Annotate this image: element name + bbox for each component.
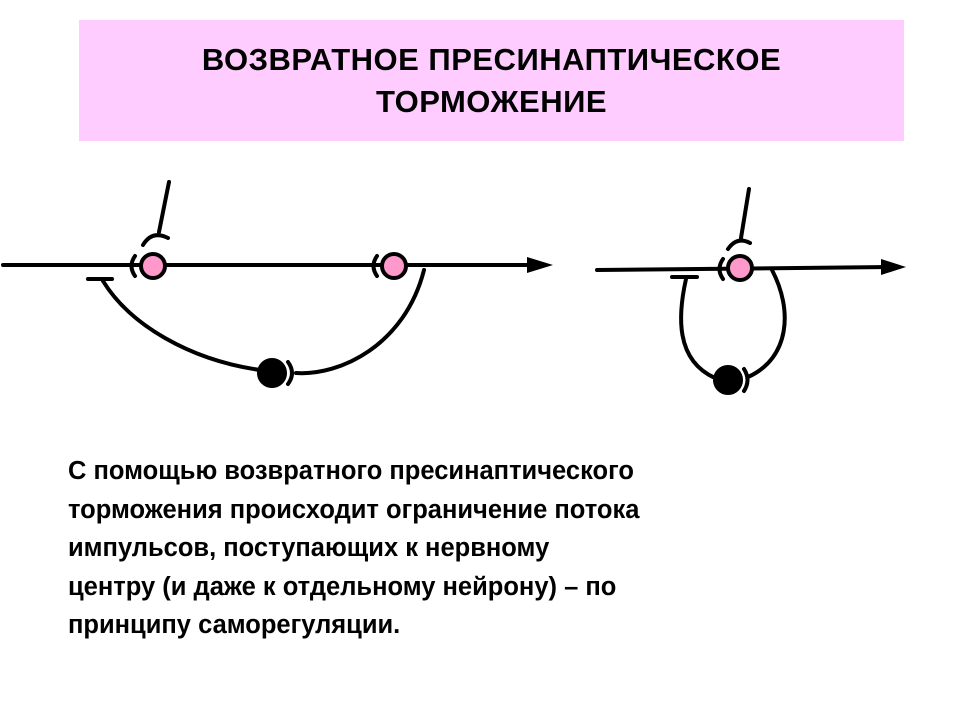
left-inhibitory-neuron-cap <box>286 360 294 386</box>
left-axon-arrowhead <box>527 257 553 273</box>
right-axon-arrowhead <box>881 259 906 275</box>
left-synapse-1 <box>139 252 167 280</box>
right-afferent-terminal-cap <box>726 238 752 251</box>
right-recurrent-collateral <box>746 268 787 379</box>
left-inhibitory-neuron <box>257 358 287 388</box>
page-title: ВОЗВРАТНОЕ ПРЕСИНАПТИЧЕСКОЕ ТОРМОЖЕНИЕ <box>201 41 782 119</box>
title-box: ВОЗВРАТНОЕ ПРЕСИНАПТИЧЕСКОЕ ТОРМОЖЕНИЕ <box>79 20 904 141</box>
left-synapse-2-cap <box>371 254 379 278</box>
left-synapse-1-cap <box>129 254 137 278</box>
right-circuit <box>595 187 906 395</box>
left-synapse-2 <box>380 252 408 280</box>
right-afferent-fiber <box>739 187 751 240</box>
right-synapse <box>726 254 754 282</box>
right-inhibitory-neuron-cap <box>742 367 750 393</box>
caption-text: С помощью возвратного пресинаптического … <box>68 457 640 639</box>
left-circuit <box>1 180 553 388</box>
left-inhibitory-axon <box>101 279 262 372</box>
right-inhibitory-axon <box>679 277 717 380</box>
right-inhibitory-neuron <box>713 365 743 395</box>
right-synapse-cap <box>717 257 725 281</box>
left-afferent-fiber <box>157 180 171 234</box>
inhibition-diagram <box>1 180 906 395</box>
left-recurrent-collateral <box>294 268 426 376</box>
left-afferent-terminal-cap <box>141 233 170 247</box>
